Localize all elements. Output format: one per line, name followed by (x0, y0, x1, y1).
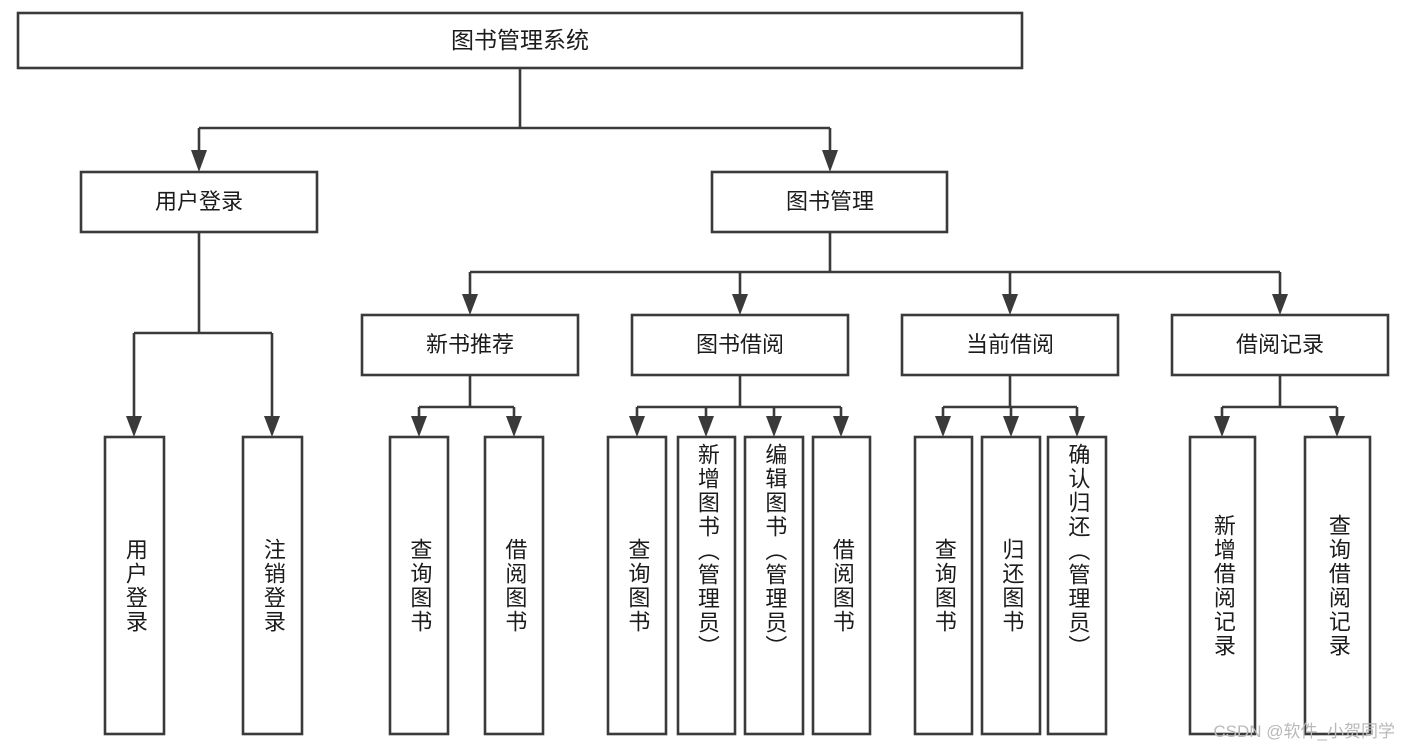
arrow-head-leaf-confirm-return (1069, 416, 1085, 437)
edge-group-book-manage (462, 232, 1288, 315)
node-leaf-return-book-box[interactable] (980, 435, 1042, 736)
node-leaf-edit-book-box[interactable] (743, 435, 805, 736)
edge-group-new-book-recommend (411, 375, 522, 437)
edge-group-root (191, 68, 838, 172)
node-leaf-add-record-box[interactable] (1188, 435, 1257, 736)
leaf-box-group (103, 435, 1372, 736)
node-leaf-query-book-rec-box[interactable] (388, 435, 450, 736)
node-current-borrow-box[interactable] (900, 313, 1120, 377)
edge-group-user-login (126, 232, 280, 437)
node-borrow-record-box[interactable] (1170, 313, 1390, 377)
node-book-borrow-label: 图书借阅 (696, 332, 784, 357)
arrow-head-borrow-record (1272, 294, 1288, 315)
node-book-borrow[interactable]: 图书借阅 (630, 313, 850, 377)
node-new-book-recommend[interactable]: 新书推荐 (360, 313, 580, 377)
arrow-head-book-borrow (732, 294, 748, 315)
node-borrow-record[interactable]: 借阅记录 (1170, 313, 1390, 377)
node-leaf-query-record-box[interactable] (1303, 435, 1372, 736)
arrow-head-leaf-query-book-rec (411, 416, 427, 437)
node-current-borrow[interactable]: 当前借阅 (900, 313, 1120, 377)
node-current-borrow-label: 当前借阅 (966, 332, 1054, 357)
edge-group-borrow-record (1214, 375, 1345, 437)
node-user-login-label: 用户登录 (155, 189, 243, 214)
node-leaf-query-book-borrow-box[interactable] (606, 435, 668, 736)
arrow-head-leaf-user-login (126, 416, 142, 437)
arrow-head-new-book-recommend (462, 294, 478, 315)
node-leaf-borrow-book-rec-box[interactable] (483, 435, 545, 736)
arrow-head-user-login (191, 150, 207, 172)
arrow-head-book-manage (822, 150, 838, 172)
node-root[interactable]: 图书管理系统 (16, 11, 1024, 70)
arrow-head-leaf-borrow-book-rec (506, 416, 522, 437)
node-leaf-borrow-book-box[interactable] (811, 435, 872, 736)
arrow-head-leaf-borrow-book (833, 416, 849, 437)
node-book-manage[interactable]: 图书管理 (710, 170, 949, 234)
node-book-borrow-box[interactable] (630, 313, 850, 377)
edge-group-current-borrow (935, 375, 1085, 437)
arrow-head-leaf-logout (264, 416, 280, 437)
arrow-head-leaf-return-book (1003, 416, 1019, 437)
arrow-head-leaf-edit-book (766, 416, 782, 437)
arrow-head-leaf-query-record (1329, 416, 1345, 437)
node-user-login-box[interactable] (79, 170, 319, 234)
arrow-head-leaf-query-book-current (935, 416, 951, 437)
node-borrow-record-label: 借阅记录 (1236, 332, 1324, 357)
arrow-head-leaf-add-book (698, 416, 714, 437)
node-leaf-query-book-current-box[interactable] (913, 435, 974, 736)
node-leaf-user-login-box[interactable] (103, 435, 166, 736)
node-book-manage-label: 图书管理 (786, 189, 874, 214)
arrow-head-leaf-query-book-borrow (629, 416, 645, 437)
arrow-head-leaf-add-record (1214, 416, 1230, 437)
node-new-book-recommend-label: 新书推荐 (426, 332, 514, 357)
node-root-label: 图书管理系统 (451, 27, 589, 53)
edge-group-book-borrow (629, 375, 849, 437)
node-leaf-add-book-box[interactable] (676, 435, 737, 736)
node-leaf-confirm-return-box[interactable] (1046, 435, 1108, 736)
arrow-head-current-borrow (1002, 294, 1018, 315)
node-root-box[interactable] (16, 11, 1024, 70)
node-leaf-logout-box[interactable] (241, 435, 304, 736)
node-user-login[interactable]: 用户登录 (79, 170, 319, 234)
node-new-book-recommend-box[interactable] (360, 313, 580, 377)
node-book-manage-box[interactable] (710, 170, 949, 234)
